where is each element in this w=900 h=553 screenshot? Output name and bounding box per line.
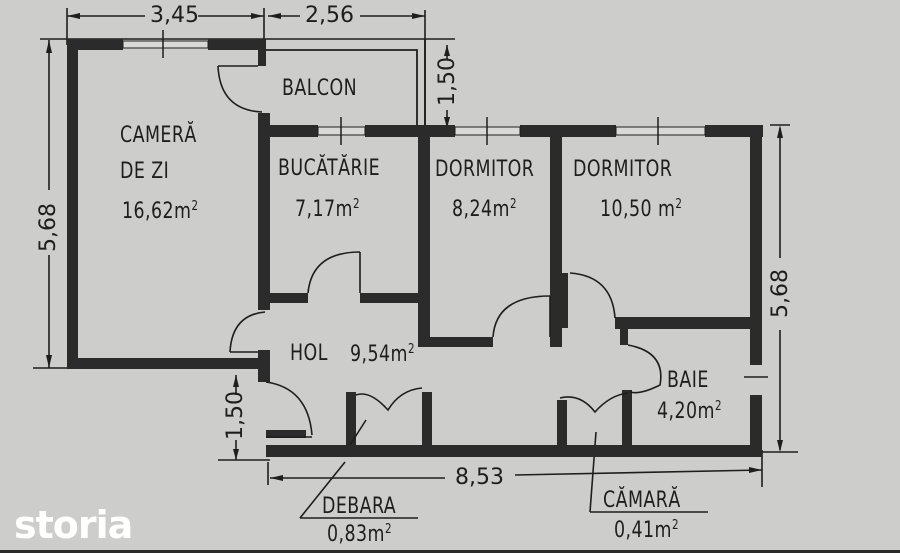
room-camara-name: CĂMARĂ [603,488,681,513]
storia-logo: storia [14,503,133,547]
room-dormitor-2-name: DORMITOR [573,157,673,182]
area-value: 7,17m [295,197,353,222]
dim-entry-offset: 1,50 [223,391,248,440]
room-debara-area: 0,83m2 [327,523,392,546]
room-camera-de-zi-name: CAMERĂ [120,123,197,148]
area-unit-sup: 2 [675,197,683,212]
room-baie-area: 4,20m2 [657,400,722,423]
dim-left-height: 5,68 [36,203,61,252]
room-bucatarie-name: BUCĂTĂRIE [278,156,381,181]
room-dormitor-1-name: DORMITOR [435,157,535,182]
room-dormitor-2-area: 10,50 m2 [600,198,682,221]
dim-right-height: 5,68 [768,269,793,318]
area-value: 16,62m [122,199,192,224]
dim-balcony-depth: 1,50 [435,57,460,106]
dim-top-left: 3,45 [150,3,199,28]
area-unit-sup: 2 [191,199,199,214]
room-hol-area: 9,54m2 [350,343,415,366]
area-value: 9,54m [350,342,408,367]
room-bucatarie-area: 7,17m2 [295,198,360,221]
area-value: 8,24m [452,197,510,222]
area-unit-sup: 2 [509,197,517,212]
area-unit-sup: 2 [671,518,679,533]
area-value: 0,41m [614,518,672,543]
room-dormitor-1-area: 8,24m2 [452,198,517,221]
area-unit-sup: 2 [384,522,392,537]
room-baie-name: BAIE [667,368,709,393]
dim-bottom-width: 8,53 [455,465,504,490]
area-value: 10,50 m [600,197,676,222]
area-value: 4,20m [657,399,715,424]
room-debara-name: DEBARA [322,494,397,519]
room-camera-de-zi-name-2: DE ZI [120,159,170,184]
area-value: 0,83m [327,522,385,547]
bottom-edge [0,550,900,553]
area-unit-sup: 2 [352,197,360,212]
area-unit-sup: 2 [714,399,722,414]
room-hol-name: HOL [290,341,328,366]
room-camara-area: 0,41m2 [614,519,679,542]
room-camera-de-zi-area: 16,62m2 [122,200,198,223]
room-balcon-name: BALCON [282,76,358,101]
area-unit-sup: 2 [407,342,415,357]
dim-top-right: 2,56 [305,3,354,28]
